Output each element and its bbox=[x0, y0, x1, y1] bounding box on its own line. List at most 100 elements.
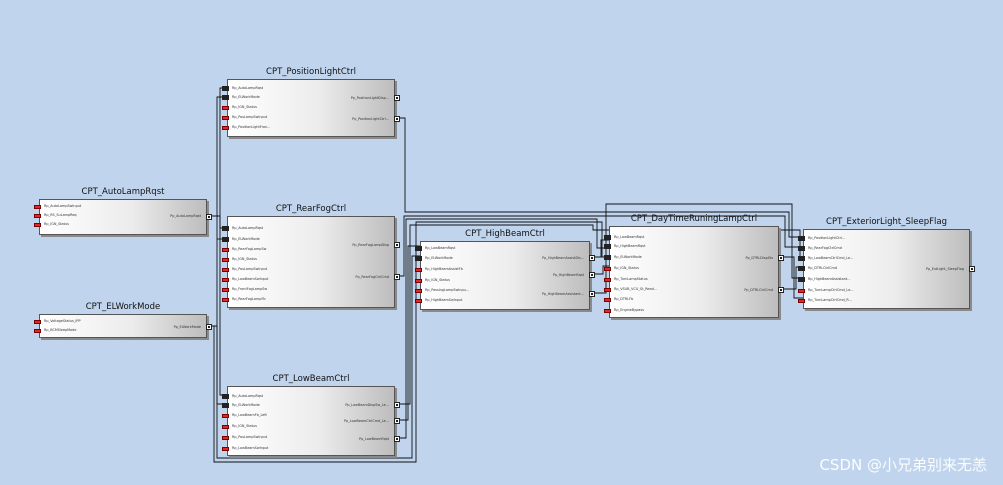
input-port[interactable] bbox=[222, 288, 229, 292]
output-port[interactable] bbox=[394, 436, 400, 442]
input-port[interactable] bbox=[415, 289, 422, 293]
port-label: Rp_LowBeamSwInput bbox=[232, 446, 269, 450]
output-port[interactable] bbox=[394, 95, 400, 101]
input-port[interactable] bbox=[222, 258, 229, 262]
port-label: Rp_EngineBypass bbox=[614, 308, 644, 312]
input-port[interactable] bbox=[222, 414, 229, 418]
port-label: Rp_IGN_Status bbox=[44, 222, 69, 226]
output-port[interactable] bbox=[778, 287, 784, 293]
port-label: Rp_PosLampSwInput bbox=[232, 115, 268, 119]
port-label: Rp_ELWorkMode bbox=[614, 255, 642, 259]
input-port[interactable] bbox=[798, 256, 805, 261]
input-port[interactable] bbox=[222, 237, 229, 242]
input-port[interactable] bbox=[415, 279, 422, 283]
component-position-light-ctrl[interactable]: Rp_AutoLampRqst Rp_ELWorkMode Rp_IGN_Sta… bbox=[222, 79, 400, 137]
component-autolamp-rqst[interactable]: Rp_AutoLampSwInput Rp_RS_SuLampReq Rp_IG… bbox=[34, 199, 212, 235]
component-daytime-running-lamp-ctrl[interactable]: Rp_LowBeamRqst Rp_HighBeamRqst Rp_ELWork… bbox=[604, 226, 784, 318]
input-port[interactable] bbox=[222, 298, 229, 302]
output-port[interactable] bbox=[394, 418, 400, 424]
port-label: Rp_VoltageStatus_IPP bbox=[44, 319, 81, 323]
input-port[interactable] bbox=[798, 289, 805, 293]
input-port[interactable] bbox=[604, 298, 611, 302]
input-port[interactable] bbox=[604, 255, 611, 260]
input-port[interactable] bbox=[222, 95, 229, 100]
input-port[interactable] bbox=[34, 214, 41, 218]
component-rear-fog-ctrl[interactable]: Rp_AutoLampRqst Rp_ELWorkMode Rp_RearFog… bbox=[222, 216, 400, 308]
port-label: Pp_LowBeamDispSw_Le... bbox=[345, 403, 389, 407]
output-port[interactable] bbox=[206, 324, 212, 330]
input-port[interactable] bbox=[415, 268, 422, 272]
output-port[interactable] bbox=[778, 255, 784, 261]
input-port[interactable] bbox=[798, 246, 805, 251]
port-label: Rp_ELWorkMode bbox=[232, 95, 260, 99]
component-high-beam-ctrl[interactable]: Rp_LowBeamRqst Rp_ELWorkMode Rp_HighBeam… bbox=[415, 241, 595, 310]
input-port[interactable] bbox=[604, 244, 611, 249]
input-port[interactable] bbox=[222, 268, 229, 272]
port-label: Rp_ELWorkMode bbox=[232, 403, 260, 407]
component-exterior-light-sleep-flag[interactable]: Rp_PositionLightCtrl... Rp_RearFogCtrlCm… bbox=[798, 229, 975, 309]
port-label: Pp_RearFogCtrlCmd bbox=[355, 275, 389, 279]
component-el-work-mode[interactable]: Rp_VoltageStatus_IPP Rp_BCMSleepMode Pp_… bbox=[34, 314, 212, 338]
port-label: Rp_IGN_Status bbox=[232, 424, 257, 428]
port-label: Rp_RearFogLampFb bbox=[232, 297, 266, 301]
output-port[interactable] bbox=[394, 242, 400, 248]
input-port[interactable] bbox=[798, 277, 805, 282]
port-label: Rp_HighBeamAssistFb bbox=[425, 267, 463, 271]
input-port[interactable] bbox=[222, 436, 229, 440]
input-port[interactable] bbox=[222, 86, 229, 91]
port-label: Rp_AutoLampRqst bbox=[232, 394, 264, 398]
output-port[interactable] bbox=[394, 402, 400, 408]
input-port[interactable] bbox=[604, 267, 611, 271]
output-port[interactable] bbox=[589, 255, 595, 261]
input-port[interactable] bbox=[604, 288, 611, 292]
input-port[interactable] bbox=[222, 116, 229, 120]
input-port[interactable] bbox=[415, 256, 422, 261]
port-label: Rp_LowBeamRqst bbox=[614, 235, 645, 239]
output-port[interactable] bbox=[969, 266, 975, 272]
input-port[interactable] bbox=[604, 309, 611, 313]
input-port[interactable] bbox=[604, 278, 611, 282]
port-label: Pp_HighBeamAssistant... bbox=[541, 292, 584, 296]
component-title: CPT_AutoLampRqst bbox=[81, 187, 165, 197]
input-port[interactable] bbox=[415, 299, 422, 303]
input-port[interactable] bbox=[222, 126, 229, 130]
input-port[interactable] bbox=[798, 299, 805, 303]
input-port[interactable] bbox=[222, 425, 229, 429]
port-label: Rp_AutoLampRqst bbox=[232, 226, 264, 230]
port-label: Pp_HighBeamRqst bbox=[552, 273, 584, 277]
output-port[interactable] bbox=[589, 291, 595, 297]
input-port[interactable] bbox=[798, 236, 805, 241]
input-port[interactable] bbox=[34, 329, 41, 333]
port-label: Rp_BCMSleepMode bbox=[44, 328, 77, 332]
component-title: CPT_PositionLightCtrl bbox=[266, 67, 356, 77]
wire bbox=[219, 216, 227, 396]
input-port[interactable] bbox=[222, 394, 229, 399]
output-port[interactable] bbox=[206, 214, 212, 220]
input-port[interactable] bbox=[415, 246, 422, 251]
port-label: Rp_TurnLampCtrlCmd_R... bbox=[808, 298, 852, 302]
output-port[interactable] bbox=[394, 274, 400, 280]
port-label: Rp_ELWorkMode bbox=[232, 237, 260, 241]
port-label: Rp_LowBeamSwInput bbox=[232, 277, 269, 281]
input-port[interactable] bbox=[34, 223, 41, 227]
input-port[interactable] bbox=[34, 205, 41, 209]
component-title: CPT_RearFogCtrl bbox=[275, 204, 347, 214]
port-label: Rp_IGN_Status bbox=[614, 266, 639, 270]
port-label: Rp_RearFogLampSw bbox=[232, 247, 267, 251]
input-port[interactable] bbox=[222, 447, 229, 451]
output-port[interactable] bbox=[394, 116, 400, 122]
input-port[interactable] bbox=[798, 266, 805, 271]
input-port[interactable] bbox=[222, 278, 229, 282]
input-port[interactable] bbox=[604, 235, 611, 240]
input-port[interactable] bbox=[222, 248, 229, 252]
wire bbox=[216, 326, 227, 405]
input-port[interactable] bbox=[222, 403, 229, 408]
port-label: Pp_RearFogLampDisp bbox=[352, 243, 389, 247]
port-label: Rp_DTRLCtrlCmd bbox=[808, 266, 837, 270]
input-port[interactable] bbox=[222, 106, 229, 110]
component-low-beam-ctrl[interactable]: Rp_AutoLampRqst Rp_ELWorkMode Rp_LowBeam… bbox=[222, 386, 400, 456]
input-port[interactable] bbox=[222, 226, 229, 231]
input-port[interactable] bbox=[34, 320, 41, 324]
output-port[interactable] bbox=[589, 272, 595, 278]
port-label: Rp_LowBeamCtrlCmd_Le... bbox=[808, 256, 854, 260]
